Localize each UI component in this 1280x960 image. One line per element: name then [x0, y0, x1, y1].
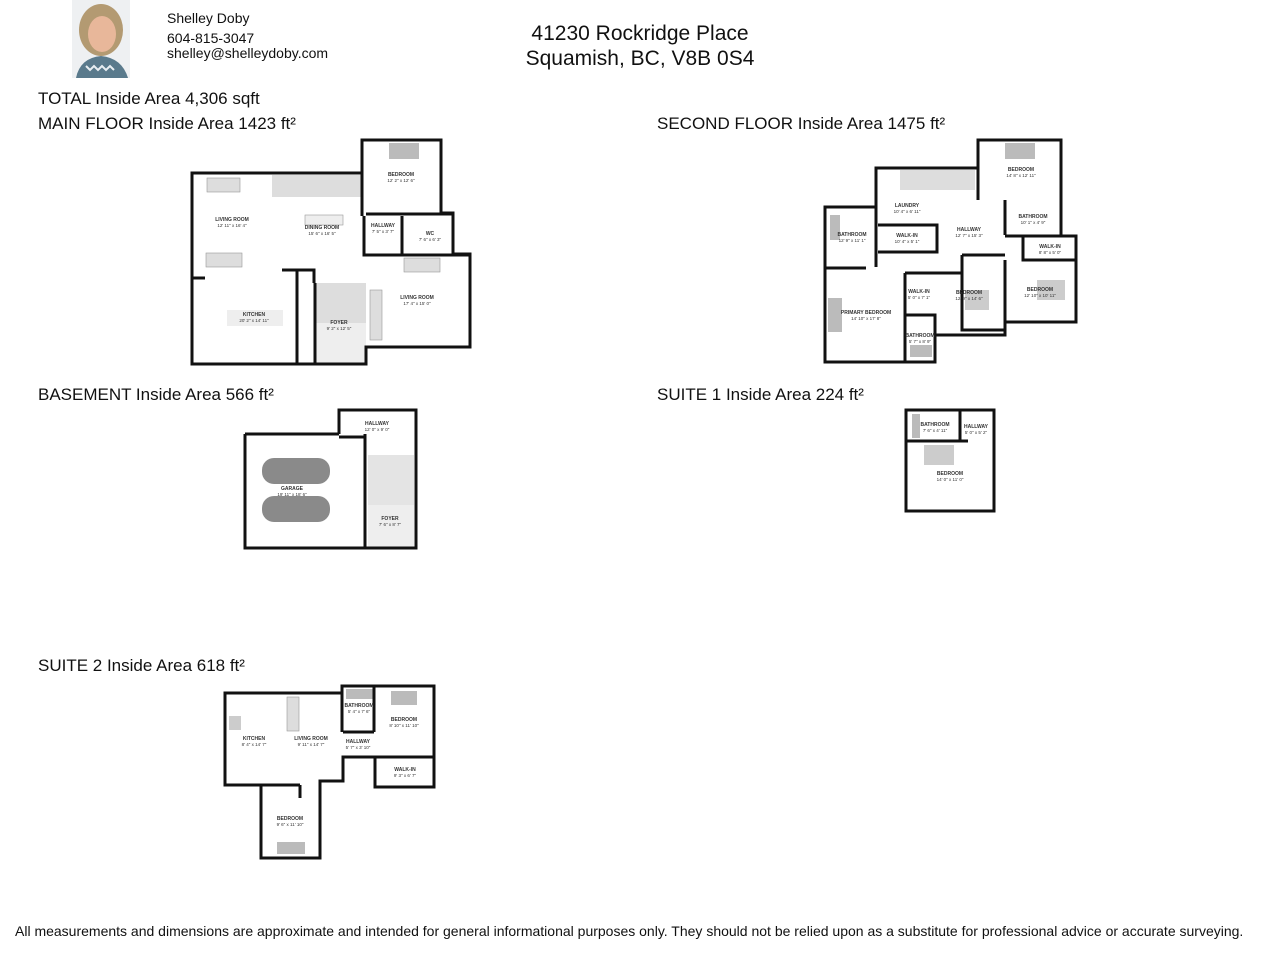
sectional-sofa	[369, 289, 383, 341]
bed	[389, 143, 419, 159]
car-icon	[262, 496, 330, 522]
stove	[229, 716, 241, 730]
suite1-plan	[904, 408, 996, 513]
agent-portrait-icon	[76, 4, 128, 78]
bathtub	[346, 689, 374, 699]
main-floor-plan	[190, 138, 472, 366]
address-line2: Squamish, BC, V8B 0S4	[525, 47, 755, 70]
suite1-heading: SUITE 1 Inside Area 224 ft²	[657, 385, 864, 404]
bed	[924, 445, 954, 465]
suite2-heading: SUITE 2 Inside Area 618 ft²	[38, 656, 245, 675]
agent-email: shelley@shelleydoby.com	[167, 45, 329, 61]
stairs	[368, 455, 414, 505]
suite2-plan	[223, 684, 436, 860]
dining-table	[304, 214, 344, 226]
bathtub	[830, 215, 840, 240]
sofa	[403, 257, 441, 273]
agent-phone: 604-815-3047	[167, 30, 255, 46]
bed	[828, 298, 842, 332]
bathtub	[910, 345, 932, 357]
second-floor-plan	[823, 138, 1078, 364]
stairs	[272, 175, 362, 197]
stairs	[316, 283, 366, 323]
bed	[965, 290, 989, 310]
sofa	[205, 252, 243, 268]
stairs	[900, 170, 975, 190]
basement-plan	[243, 408, 418, 550]
main-floor-heading: MAIN FLOOR Inside Area 1423 ft²	[38, 114, 296, 133]
kitchen-island	[227, 310, 283, 326]
sofa	[206, 177, 241, 193]
disclaimer: All measurements and dimensions are appr…	[15, 923, 1244, 939]
sofa	[286, 696, 300, 732]
bed	[1005, 143, 1035, 159]
shower	[912, 414, 920, 438]
car-icon	[262, 458, 330, 484]
address-line1: 41230 Rockridge Place	[531, 22, 749, 45]
agent-photo	[72, 0, 130, 78]
bed	[277, 842, 305, 854]
bed	[391, 691, 417, 705]
second-floor-heading: SECOND FLOOR Inside Area 1475 ft²	[657, 114, 946, 133]
bed	[1037, 280, 1065, 300]
basement-heading: BASEMENT Inside Area 566 ft²	[38, 385, 274, 404]
agent-name: Shelley Doby	[167, 10, 250, 26]
total-area: TOTAL Inside Area 4,306 sqft	[38, 89, 260, 108]
